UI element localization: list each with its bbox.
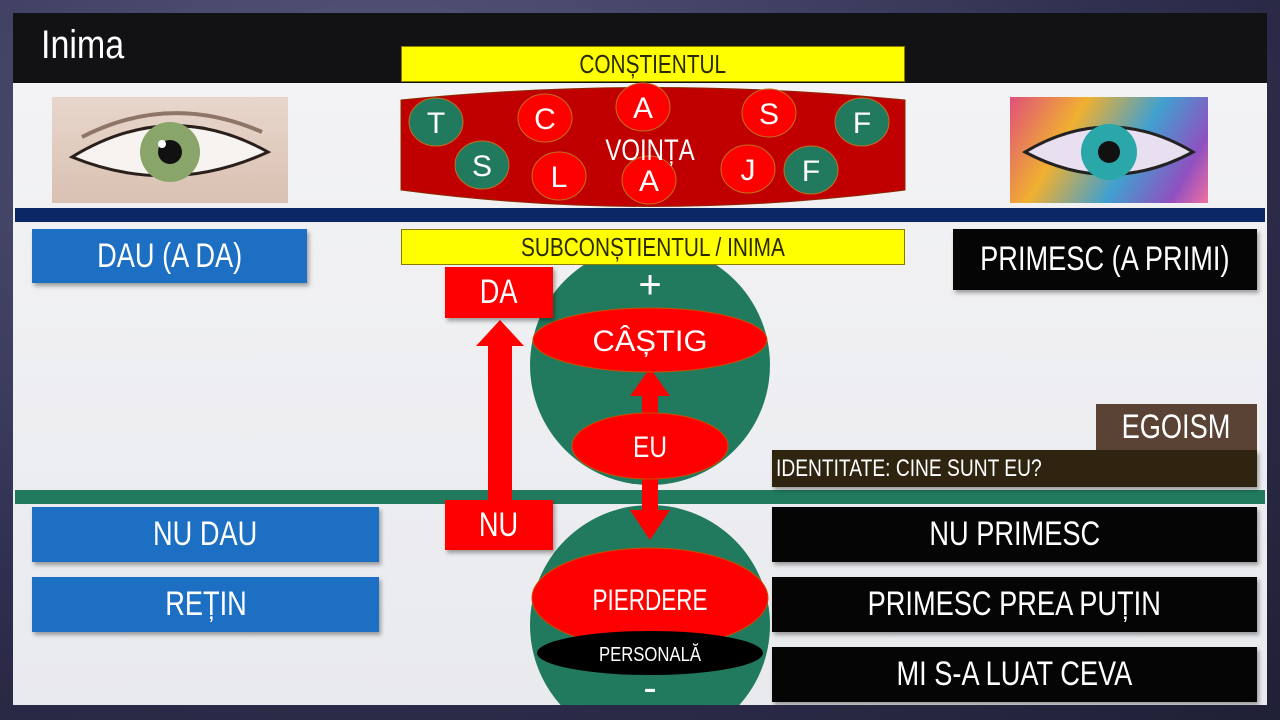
not-give-box: NU DAU — [32, 507, 379, 562]
will-circle-letter: L — [551, 161, 568, 194]
egoism-box: EGOISM — [1096, 404, 1257, 450]
retain-box: REȚIN — [32, 577, 379, 632]
will-circle-j — [720, 144, 776, 194]
will-circle-letter: S — [759, 98, 779, 131]
green-eye-image — [52, 97, 288, 203]
gain-ellipse — [532, 307, 768, 373]
navy-divider — [15, 208, 1265, 222]
will-circle-letter: T — [427, 107, 445, 140]
will-circle-l — [531, 151, 587, 201]
da-box: DA — [445, 267, 553, 318]
minus-sign: - — [643, 666, 656, 705]
will-circle-s — [741, 88, 797, 138]
personal-ellipse — [537, 631, 763, 675]
will-circle-letter: J — [741, 154, 756, 187]
will-circle-letter: C — [534, 103, 556, 136]
will-circle-s — [454, 140, 510, 190]
will-circle-a — [621, 155, 677, 205]
personal-label: PERSONALĂ — [599, 643, 702, 666]
up-arrow-eu-to-gain — [630, 368, 670, 418]
give-box: DAU (A DA) — [32, 229, 307, 283]
receive-box: PRIMESC (A PRIMI) — [953, 229, 1257, 290]
eye-icon — [1021, 124, 1197, 180]
will-circle-letter: A — [639, 165, 659, 198]
colorful-eye-image — [1010, 97, 1208, 203]
will-circle-letter: A — [633, 92, 653, 125]
will-circle-a — [615, 82, 671, 132]
self-label: EU — [633, 431, 667, 464]
gain-label: CÂȘTIG — [593, 325, 708, 358]
will-circle-letter: S — [472, 150, 492, 183]
constient-label: CONȘTIENTUL — [401, 46, 905, 82]
loss-label: PIERDERE — [593, 584, 708, 617]
plus-sign: + — [638, 263, 661, 307]
will-circle-c — [517, 93, 573, 143]
up-arrow-nu-to-da — [476, 320, 524, 503]
slide-title: Inima — [41, 23, 125, 67]
down-arrow-eu-to-loss — [630, 473, 670, 540]
will-circle-f — [834, 97, 890, 147]
will-circle-letter: F — [853, 107, 871, 140]
nu-box: NU — [445, 500, 553, 550]
will-circle-letter: F — [802, 155, 820, 188]
subconstient-label: SUBCONȘTIENTUL / INIMA — [401, 229, 905, 265]
identity-box: IDENTITATE: CINE SUNT EU? — [772, 450, 1257, 487]
green-divider — [15, 490, 1265, 504]
taken-box: MI S-A LUAT CEVA — [772, 647, 1257, 702]
eye-icon — [68, 111, 272, 182]
self-ellipse — [571, 412, 729, 480]
not-receive-box: NU PRIMESC — [772, 507, 1257, 562]
will-label: VOINȚA — [605, 132, 695, 166]
will-circle-f — [783, 145, 839, 195]
too-little-box: PRIMESC PREA PUȚIN — [772, 577, 1257, 632]
will-circle-t — [408, 97, 464, 147]
